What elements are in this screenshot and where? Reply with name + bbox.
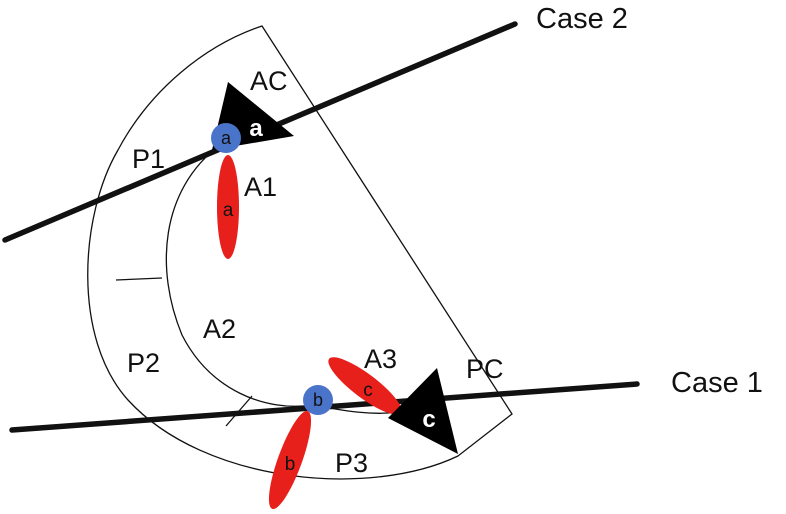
triangle-c	[388, 368, 458, 454]
petal-b-label: b	[285, 454, 296, 475]
triangle-c-label: c	[422, 406, 435, 433]
label-case1: Case 1	[671, 367, 763, 399]
dot-a	[211, 123, 241, 153]
outer-sector-outline	[87, 25, 513, 480]
dot-b-label: b	[313, 390, 323, 410]
divider-tick-upper	[115, 277, 163, 281]
petal-a	[217, 155, 239, 259]
petal-b	[268, 410, 312, 510]
label-p2: P2	[127, 348, 160, 378]
label-p1: P1	[132, 144, 165, 174]
label-pc: PC	[466, 354, 504, 384]
label-a3: A3	[364, 344, 397, 374]
petal-a-label: a	[223, 200, 234, 221]
dot-b	[303, 385, 333, 415]
inner-boundary-curve	[165, 144, 401, 414]
label-a1: A1	[244, 172, 277, 202]
label-a2: A2	[203, 314, 236, 344]
label-p3: P3	[335, 448, 368, 478]
label-case2: Case 2	[536, 3, 628, 35]
label-ac: AC	[250, 66, 288, 96]
petal-c-label: c	[363, 380, 373, 401]
petal-c	[328, 357, 402, 415]
triangle-a-label: a	[249, 115, 263, 142]
dot-a-label: a	[221, 128, 232, 148]
